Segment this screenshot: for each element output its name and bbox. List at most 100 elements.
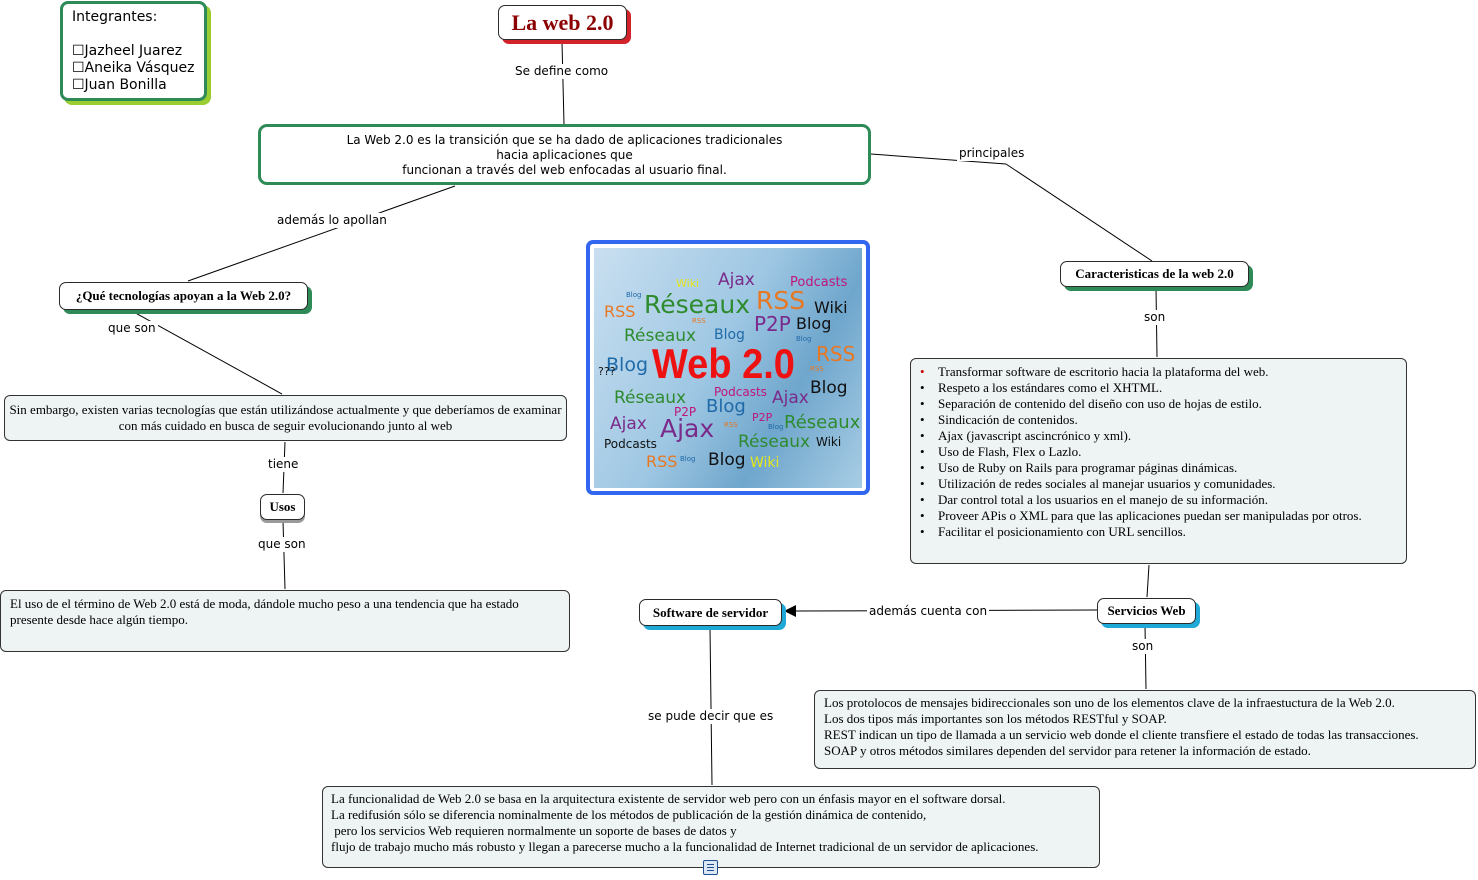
definition-line: funcionan a través del web enfocadas al …	[402, 163, 727, 177]
members-box[interactable]: Integrantes: ☐Jazheel Juarez ☐Aneika Vás…	[60, 1, 207, 101]
list-item: •Dar control total a los usuarios en el …	[920, 492, 1268, 507]
usos-node[interactable]: Usos	[260, 494, 305, 520]
cloud-word: Blog	[714, 327, 745, 343]
link-label: principales	[957, 146, 1027, 161]
servicios-line: REST indican un tipo de llamada a un ser…	[824, 727, 1419, 742]
list-item: •Ajax (javascript ascincrónico y xml).	[920, 428, 1132, 443]
cloud-word: RSS	[756, 286, 806, 315]
connector-software-text	[709, 627, 713, 786]
caracteristicas-list: •Transformar software de escritorio haci…	[919, 364, 1398, 540]
member-name: ☐Juan Bonilla	[72, 77, 167, 93]
list-item-text: Dar control total a los usuarios en el m…	[938, 492, 1268, 507]
software-text-node[interactable]: La funcionalidad de Web 2.0 se basa en l…	[322, 786, 1100, 868]
cloud-word: Blog	[706, 396, 746, 417]
cloud-word: Réseaux	[614, 388, 687, 408]
cloud-word: Ajax	[718, 270, 755, 290]
cloud-word: Ajax	[660, 414, 715, 443]
connector-usos-text	[282, 520, 286, 590]
cloud-word: Blog	[796, 335, 812, 343]
list-item: •Sindicación de contenidos.	[920, 412, 1078, 427]
list-item: •Utilización de redes sociales al maneja…	[920, 476, 1276, 491]
cloud-word: Wiki	[816, 435, 842, 449]
software-line: pero los servicios Web requieren normalm…	[331, 823, 737, 838]
member-name: ☐Jazheel Juarez	[72, 43, 183, 59]
connector-servicios-text	[1144, 624, 1147, 690]
cloud-word: RSS	[692, 317, 706, 325]
link-label: son	[1130, 639, 1156, 654]
list-item: •Separación de contenido del diseño con …	[920, 396, 1262, 411]
members-heading: Integrantes:	[72, 9, 158, 25]
cloud-word: Blog	[626, 291, 642, 299]
cloud-word: Ajax	[772, 388, 809, 408]
list-item-text: Uso de Flash, Flex o Lazlo.	[938, 444, 1082, 459]
cloud-word: RSS	[646, 452, 678, 471]
question-node[interactable]: ¿Qué tecnologías apoyan a la Web 2.0?	[59, 282, 308, 310]
cloud-word: Podcasts	[790, 275, 848, 290]
cloud-word: Blog	[768, 423, 784, 431]
member-name: ☐Aneika Vásquez	[72, 60, 195, 76]
cloud-word: P2P	[754, 312, 791, 336]
servicios-line: Los protolocos de mensajes bidireccional…	[824, 695, 1395, 710]
servicios-web-node[interactable]: Servicios Web	[1097, 598, 1196, 624]
list-item-text: Sindicación de contenidos.	[938, 412, 1078, 427]
cloud-word: Réseaux	[738, 432, 811, 452]
list-item: •Transformar software de escritorio haci…	[920, 364, 1269, 379]
cloud-word: P2P	[752, 411, 773, 424]
link-label: que son	[106, 321, 158, 336]
software-line: La funcionalidad de Web 2.0 se basa en l…	[331, 791, 1006, 806]
cloud-word: Blog	[810, 378, 848, 398]
connector-list-servicios	[1146, 564, 1150, 598]
list-item: •Facilitar el posicionamiento con URL se…	[920, 524, 1186, 539]
cloud-word: Réseaux	[624, 326, 697, 346]
word-cloud-image: Wiki Ajax Podcasts Blog Réseaux RSS Wiki…	[594, 248, 862, 488]
cloud-word: Podcasts	[604, 437, 657, 451]
link-label: se pude decir que es	[646, 709, 776, 724]
cloud-title-word: Web 2.0	[652, 341, 795, 388]
cloud-word: Blog	[680, 455, 696, 463]
list-item: •Respeto a los estándares como el XHTML.	[920, 380, 1163, 395]
definition-node[interactable]: La Web 2.0 es la transición que se ha da…	[258, 124, 871, 185]
cloud-word: Ajax	[610, 414, 647, 434]
cloud-word: Wiki	[750, 455, 780, 471]
cloud-word: RSS	[604, 302, 636, 321]
list-item: •Uso de Ruby on Rails para programar pág…	[920, 460, 1238, 475]
servicios-text-node[interactable]: Los protolocos de mensajes bidireccional…	[814, 690, 1476, 769]
caracteristicas-node[interactable]: Caracteristicas de la web 2.0	[1060, 261, 1249, 287]
note-icon[interactable]	[703, 860, 718, 875]
connector-title-definition	[561, 41, 565, 125]
software-line: flujo de trabajo mucho más robusto y lle…	[331, 839, 1039, 854]
list-item-text: Utilización de redes sociales al manejar…	[938, 476, 1276, 491]
sin-embargo-node[interactable]: Sin embargo, existen varias tecnologías …	[4, 395, 567, 441]
web20-image[interactable]: Wiki Ajax Podcasts Blog Réseaux RSS Wiki…	[586, 240, 870, 495]
link-label: que son	[256, 537, 308, 552]
list-item-text: Respeto a los estándares como el XHTML.	[938, 380, 1163, 395]
link-label: Se define como	[513, 64, 611, 79]
list-item: •Uso de Flash, Flex o Lazlo.	[920, 444, 1082, 459]
link-label: tiene	[266, 457, 301, 472]
usos-text-node[interactable]: El uso de el término de Web 2.0 está de …	[0, 590, 570, 652]
cloud-word: Blog	[606, 354, 648, 376]
software-node[interactable]: Software de servidor	[639, 599, 782, 626]
definition-line: La Web 2.0 es la transición que se ha da…	[346, 133, 783, 147]
arrowhead-icon	[784, 605, 796, 617]
list-item-text: Uso de Ruby on Rails para programar pági…	[938, 460, 1238, 475]
central-title[interactable]: La web 2.0	[498, 5, 627, 40]
cloud-word: RSS	[724, 421, 738, 429]
connector-definition-principales	[870, 153, 1007, 165]
list-item-text: Separación de contenido del diseño con u…	[938, 396, 1262, 411]
list-item-text: Proveer APis o XML para que las aplicaci…	[938, 508, 1362, 523]
cloud-word: Wiki	[676, 277, 700, 290]
cloud-word: RSS	[816, 342, 856, 366]
software-line: La redifusión sólo se diferencia nominal…	[331, 807, 927, 822]
cloud-word: Blog	[796, 314, 832, 333]
caracteristicas-list-node[interactable]: •Transformar software de escritorio haci…	[910, 358, 1407, 564]
connector-definition-question	[187, 185, 456, 282]
list-item: •Proveer APis o XML para que las aplicac…	[920, 508, 1362, 523]
cloud-word: Wiki	[814, 298, 848, 317]
servicios-line: Los dos tipos más importantes son los mé…	[824, 711, 1167, 726]
servicios-line: SOAP y otros métodos similares dependen …	[824, 743, 1311, 758]
cloud-word: RSS	[810, 365, 824, 373]
cloud-word: Blog	[708, 450, 746, 470]
list-item-text: Ajax (javascript ascincrónico y xml).	[938, 428, 1132, 443]
